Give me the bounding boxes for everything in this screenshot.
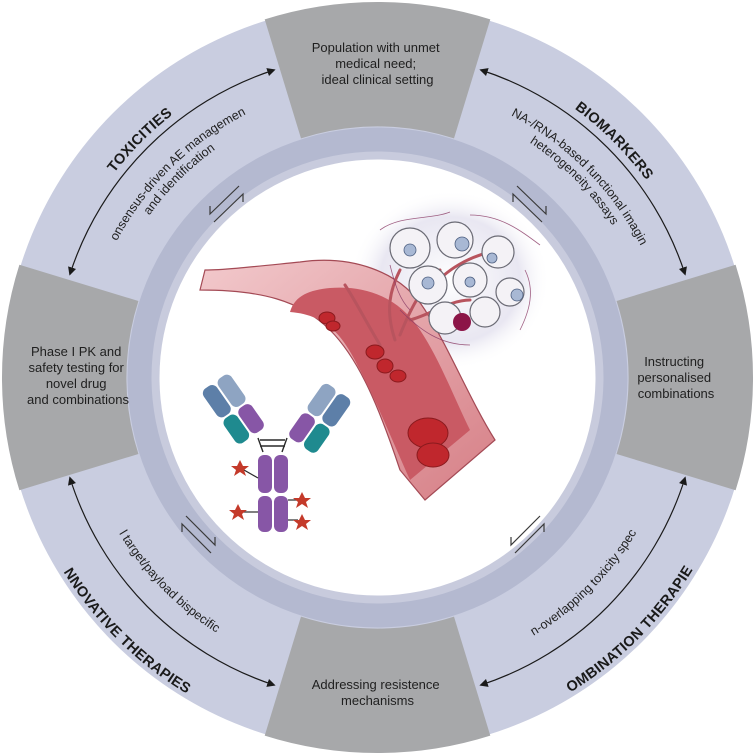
box-top-text: Population with unmet medical need; idea… (312, 40, 444, 87)
box-left (1, 264, 139, 491)
biomarkers-arrow (479, 68, 687, 276)
box-top (264, 1, 491, 139)
payload-stars (229, 460, 311, 530)
equilibrium-icon-top-right (512, 185, 547, 223)
combination-arrow (479, 476, 687, 687)
apoptotic-cell (453, 313, 471, 331)
equilibrium-icon-top-left (209, 185, 244, 223)
antibody-drug-conjugate (202, 374, 351, 532)
innovative-arrow (68, 476, 276, 687)
equilibrium-icon-bottom-left (181, 515, 216, 554)
equilibrium-icon-bottom-right (510, 515, 545, 554)
box-bottom (264, 616, 491, 754)
box-bottom-text: Addressing resistence mechanisms (312, 677, 444, 708)
box-left-text: Phase I PK and safety testing for novel … (27, 344, 129, 407)
blood-vessel-illustration (199, 248, 502, 501)
box-right (616, 264, 754, 491)
tumor-cell-cluster (379, 211, 541, 346)
toxicities-arrow (68, 68, 276, 276)
red-blood-cells (318, 311, 450, 468)
box-right-text: Instructing personalised combinations (637, 354, 714, 401)
